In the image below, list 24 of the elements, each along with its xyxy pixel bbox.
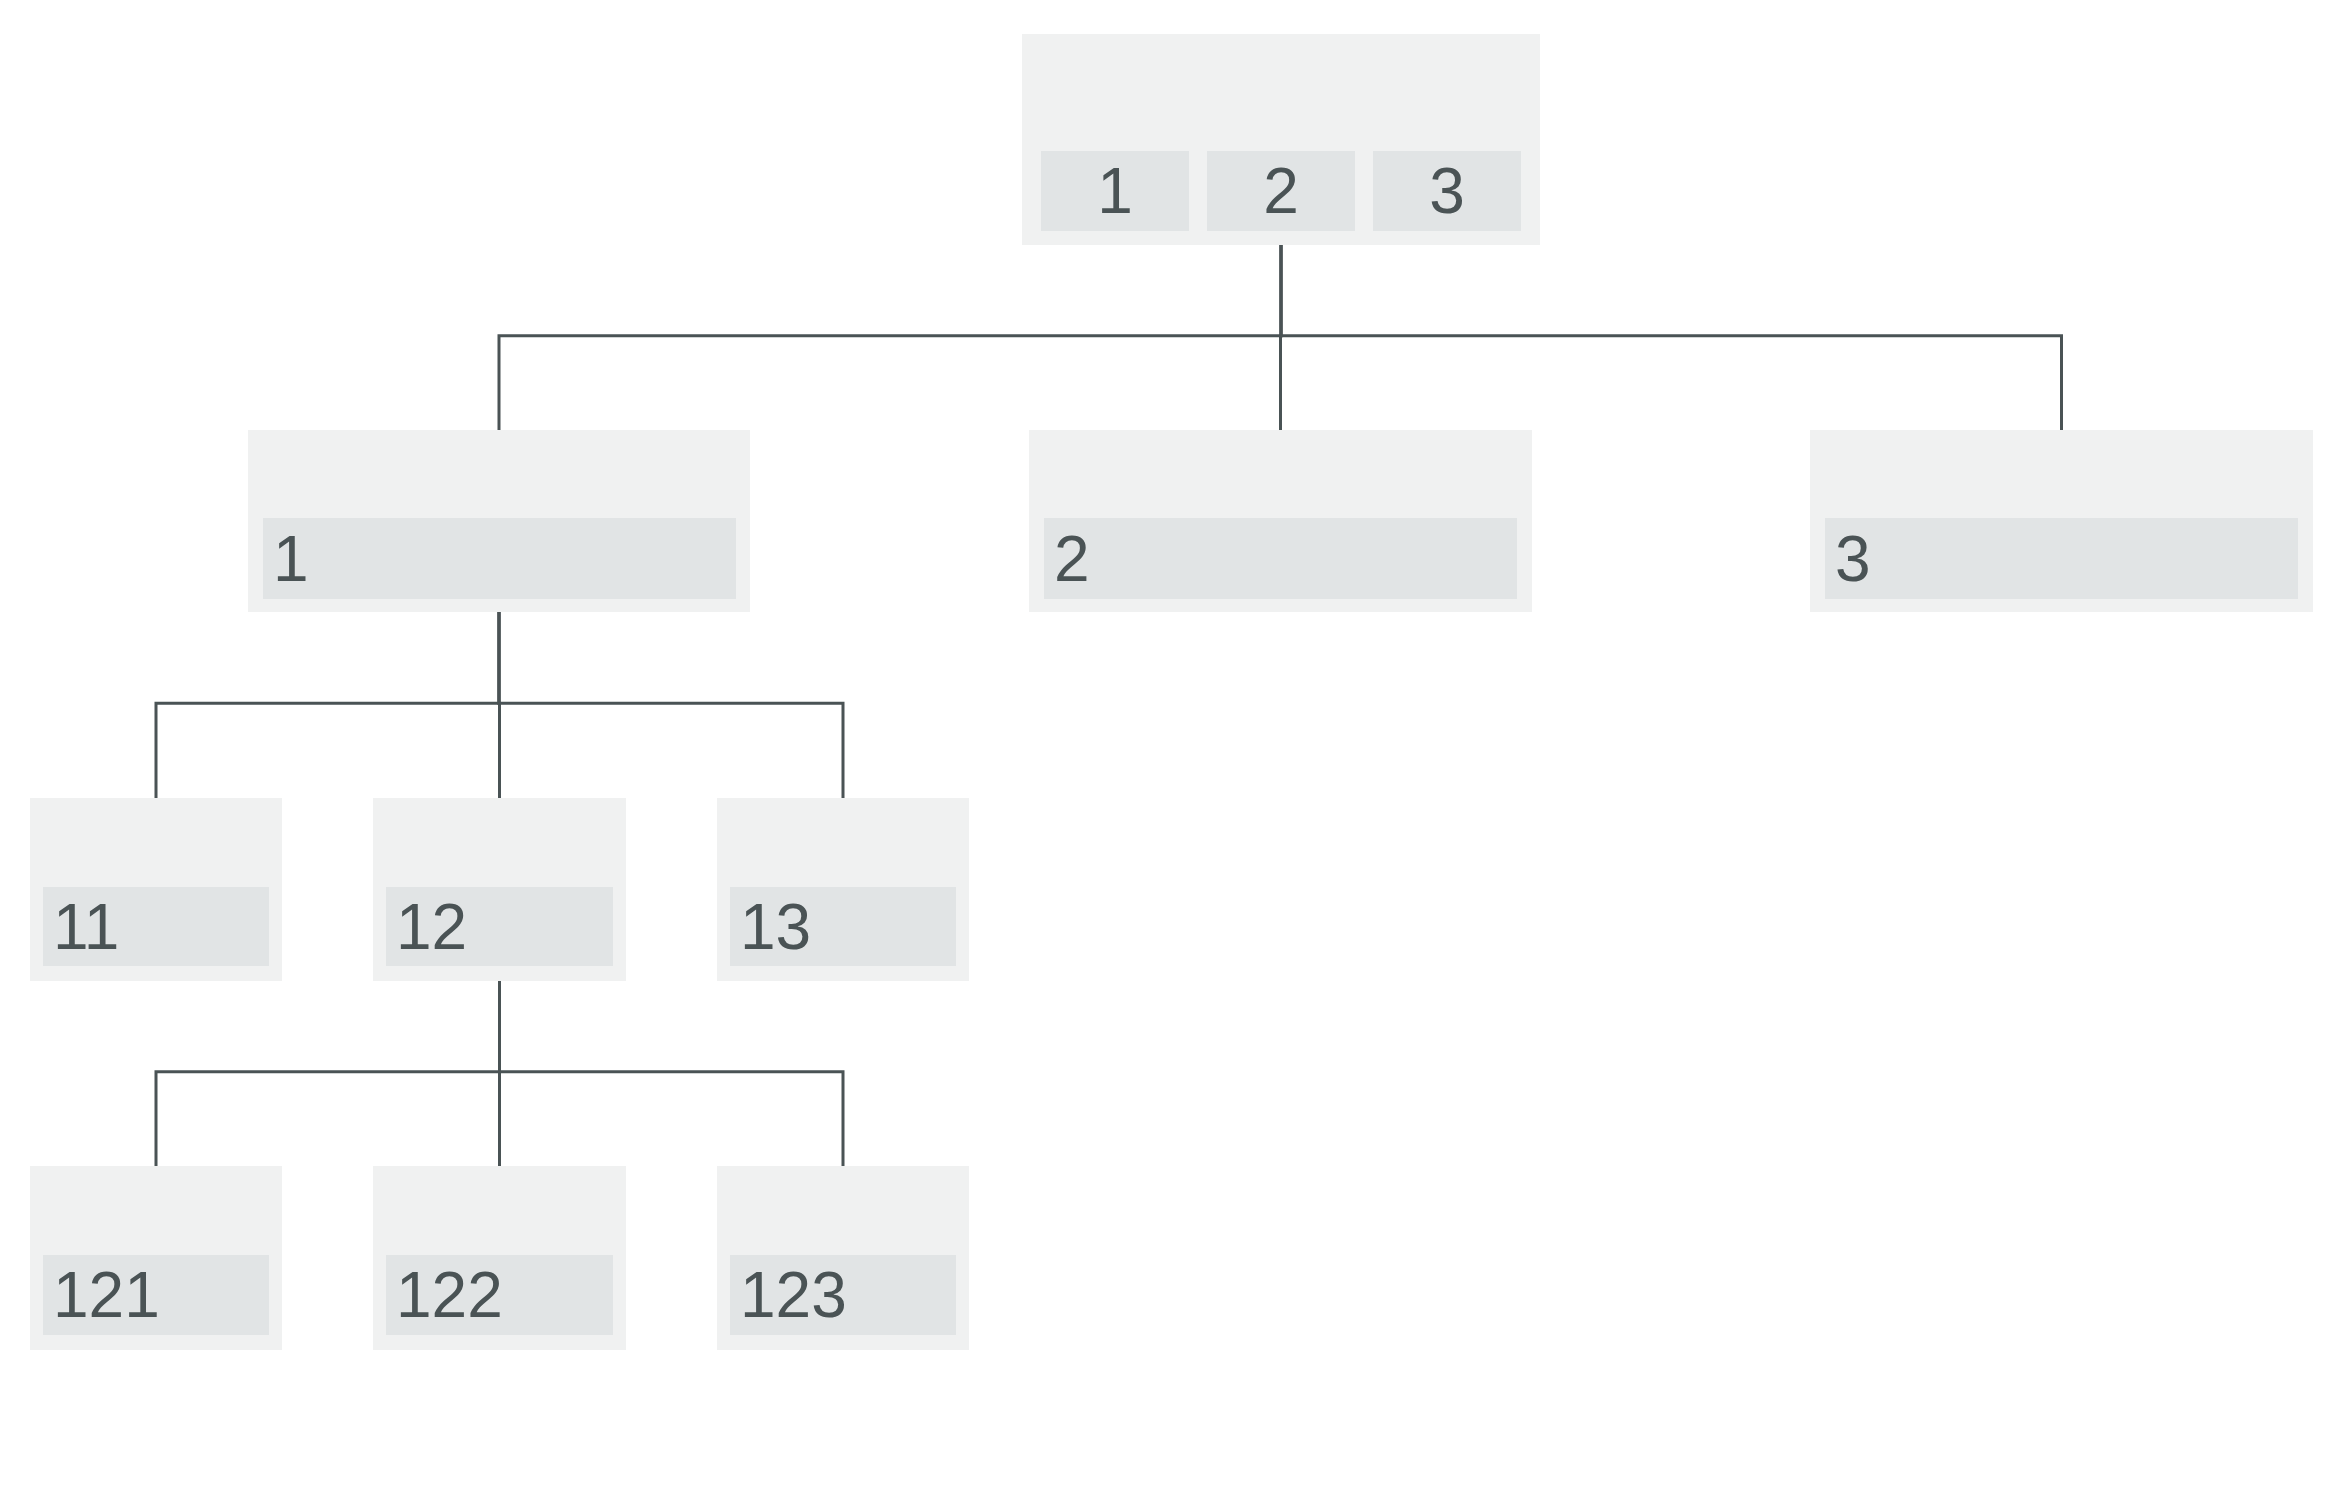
container-box — [1810, 430, 2313, 612]
node-number: 13 — [740, 889, 812, 965]
node-number: 3 — [1428, 154, 1466, 229]
container-box — [373, 1166, 626, 1350]
node-number: 1 — [273, 521, 309, 597]
node-number: 11 — [53, 889, 120, 965]
node-number: 122 — [396, 1258, 503, 1333]
node-number: 2 — [1054, 521, 1090, 597]
container-box — [717, 798, 969, 981]
node-number: 12 — [396, 889, 468, 965]
node-number: 2 — [1262, 154, 1300, 229]
container-box — [1022, 34, 1540, 245]
connector-line — [497, 612, 845, 798]
node-number: 123 — [740, 1258, 847, 1333]
container-box — [1029, 430, 1532, 612]
container-box — [717, 1166, 969, 1350]
container-box — [373, 798, 626, 981]
connector-line — [1279, 245, 2063, 430]
container-box — [248, 430, 750, 612]
node-number: 121 — [53, 1258, 160, 1333]
container-box — [30, 798, 282, 981]
container-box — [30, 1166, 282, 1350]
node-number: 1 — [1096, 154, 1134, 229]
node-number: 3 — [1835, 521, 1871, 597]
